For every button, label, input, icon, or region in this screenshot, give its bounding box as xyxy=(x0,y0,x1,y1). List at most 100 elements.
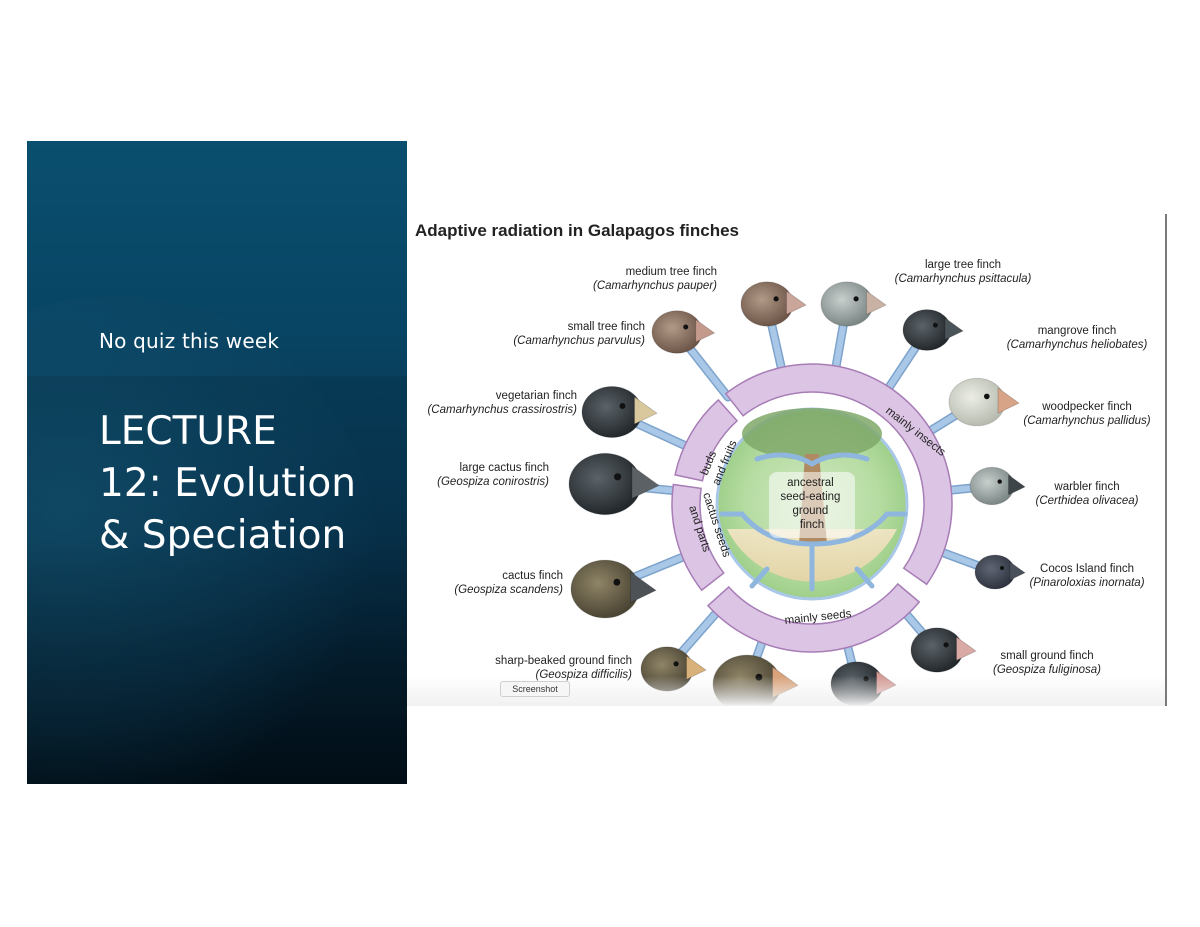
tree-canopy xyxy=(742,408,882,460)
finch-label-common-9: cactus finch xyxy=(502,570,563,582)
center-label-bg xyxy=(769,472,855,538)
cocos-island-finch-beak xyxy=(1009,561,1026,581)
warbler-finch-beak xyxy=(1008,474,1026,496)
finch-label-common-4: mangrove finch xyxy=(1038,325,1117,337)
screenshot-tooltip: Screenshot xyxy=(500,681,570,697)
large-tree-finch-head-shape xyxy=(820,281,874,327)
woodpecker-finch-head-shape xyxy=(948,377,1006,427)
warbler-finch-head-shape xyxy=(969,466,1015,506)
finch-label-latin-7: (Geospiza conirostris) xyxy=(437,476,549,488)
figure-title: Adaptive radiation in Galapagos finches xyxy=(415,221,739,240)
finch-label-latin-3: (Camarhynchus parvulus) xyxy=(513,335,645,347)
sharp-beaked-ground-finch-beak xyxy=(686,655,707,681)
finch-label-latin-5: (Camarhynchus crassirostris) xyxy=(427,404,577,416)
finch-label-latin-4: (Camarhynchus heliobates) xyxy=(1007,339,1148,351)
inner-branch-8 xyxy=(749,566,770,589)
large-cactus-finch-head xyxy=(568,452,660,516)
small-tree-finch-eye xyxy=(683,324,689,330)
inner-branch-3 xyxy=(809,511,890,547)
vegetarian-finch-head-shape xyxy=(581,386,643,438)
figure-right-border xyxy=(1165,214,1167,706)
cactus-finch-head-shape xyxy=(570,559,640,619)
finch-label-latin-9: (Geospiza scandens) xyxy=(454,584,563,596)
large-tree-finch-head xyxy=(820,281,887,327)
quiz-note: No quiz this week xyxy=(99,329,280,353)
small-tree-finch-head xyxy=(651,310,716,354)
mangrove-finch-beak xyxy=(944,317,964,341)
mangrove-finch-eye xyxy=(933,322,938,328)
center-label-line-3: ground xyxy=(792,505,828,517)
medium-tree-finch-head-shape xyxy=(740,281,794,327)
cactus-finch-beak xyxy=(630,571,657,604)
lecture-title-line-3: & Speciation xyxy=(99,513,347,558)
center-label: ancestral seed-eating ground finch xyxy=(780,477,843,531)
woodpecker-finch-beak xyxy=(997,387,1020,414)
large-cactus-finch-beak xyxy=(631,465,660,500)
ring-sector-buds-fruits xyxy=(674,398,739,482)
medium-tree-finch-eye xyxy=(773,296,779,302)
cactus-finch-head xyxy=(570,559,657,619)
finch-label-common-12: small ground finch xyxy=(1000,650,1093,662)
finch-label-common-11: sharp-beaked ground finch xyxy=(495,655,632,667)
diet-ring xyxy=(671,363,953,653)
finch-label-latin-10: (Pinaroloxias inornata) xyxy=(1029,577,1144,589)
ring-sector-mainly-insects xyxy=(724,363,953,586)
cocos-island-finch-eye xyxy=(1000,566,1004,570)
large-cactus-finch-eye xyxy=(614,473,622,481)
medium-tree-finch-head xyxy=(740,281,807,327)
finch-label-common-2: large tree finch xyxy=(925,259,1001,271)
cactus-finch-eye xyxy=(613,578,621,586)
ring-sector-cactus-seeds xyxy=(671,483,725,592)
warbler-finch-eye xyxy=(997,479,1002,484)
finch-label-common-1: medium tree finch xyxy=(626,266,717,278)
small-tree-finch-head-shape xyxy=(651,310,703,354)
mangrove-finch-head xyxy=(902,309,964,351)
mangrove-finch-head-shape xyxy=(902,309,952,351)
finch-label-common-8: warbler finch xyxy=(1053,481,1119,493)
woodpecker-finch-eye xyxy=(984,393,990,400)
finch-labels: medium tree finch (Camarhynchus pauper) la… xyxy=(427,259,1150,681)
lecture-title: LECTURE 12: Evolution & Speciation xyxy=(99,406,399,562)
large-tree-finch-eye xyxy=(853,296,859,302)
inner-branch-4 xyxy=(754,452,815,467)
center-label-line-2: seed-eating xyxy=(780,491,840,503)
inner-branch-lines xyxy=(719,452,908,592)
vegetarian-finch-head xyxy=(581,386,658,438)
inner-branch-5 xyxy=(809,452,870,467)
ring-sector-mainly-seeds xyxy=(706,582,921,653)
medium-tree-finch-beak xyxy=(786,290,807,316)
vegetarian-finch-eye xyxy=(619,403,626,409)
small-ground-finch-head xyxy=(910,627,977,673)
center-label-line-4: finch xyxy=(800,519,824,531)
large-tree-finch-beak xyxy=(866,290,887,316)
finch-label-common-6: woodpecker finch xyxy=(1041,401,1132,413)
finch-label-latin-6: (Camarhynchus pallidus) xyxy=(1023,415,1150,427)
woodpecker-finch-head xyxy=(948,377,1020,427)
inner-branch-9 xyxy=(854,566,875,589)
finch-radiation-figure: Adaptive radiation in Galapagos finches … xyxy=(407,214,1167,706)
finch-label-latin-12: (Geospiza fuliginosa) xyxy=(993,664,1101,676)
vegetarian-finch-beak xyxy=(634,396,658,425)
inner-branch-2 xyxy=(739,511,815,547)
center-label-line-1: ancestral xyxy=(787,477,834,489)
lecture-title-line-1: LECTURE xyxy=(99,409,277,454)
small-tree-finch-beak xyxy=(695,318,716,343)
lecture-title-line-2: 12: Evolution xyxy=(99,461,357,506)
small-ground-finch-head-shape xyxy=(910,627,964,673)
small-ground-finch-beak xyxy=(956,636,977,662)
finch-label-latin-1: (Camarhynchus pauper) xyxy=(593,280,717,292)
finch-label-common-7: large cactus finch xyxy=(460,462,550,474)
finch-label-common-10: Cocos Island finch xyxy=(1040,563,1134,575)
title-slide-panel: No quiz this week LECTURE 12: Evolution … xyxy=(27,141,407,784)
sharp-beaked-ground-finch-eye xyxy=(673,661,679,667)
finch-diagram-svg: Adaptive radiation in Galapagos finches … xyxy=(415,221,1151,706)
decorative-band xyxy=(27,376,407,784)
finch-label-latin-8: (Certhidea olivacea) xyxy=(1036,495,1139,507)
cocos-island-finch-head xyxy=(974,554,1026,590)
small-ground-finch-eye xyxy=(943,642,949,648)
large-cactus-finch-head-shape xyxy=(568,452,642,516)
warbler-finch-head xyxy=(969,466,1026,506)
finch-label-latin-2: (Camarhynchus psittacula) xyxy=(895,273,1032,285)
finch-label-common-5: vegetarian finch xyxy=(496,390,577,402)
cocos-island-finch-head-shape xyxy=(974,554,1016,590)
